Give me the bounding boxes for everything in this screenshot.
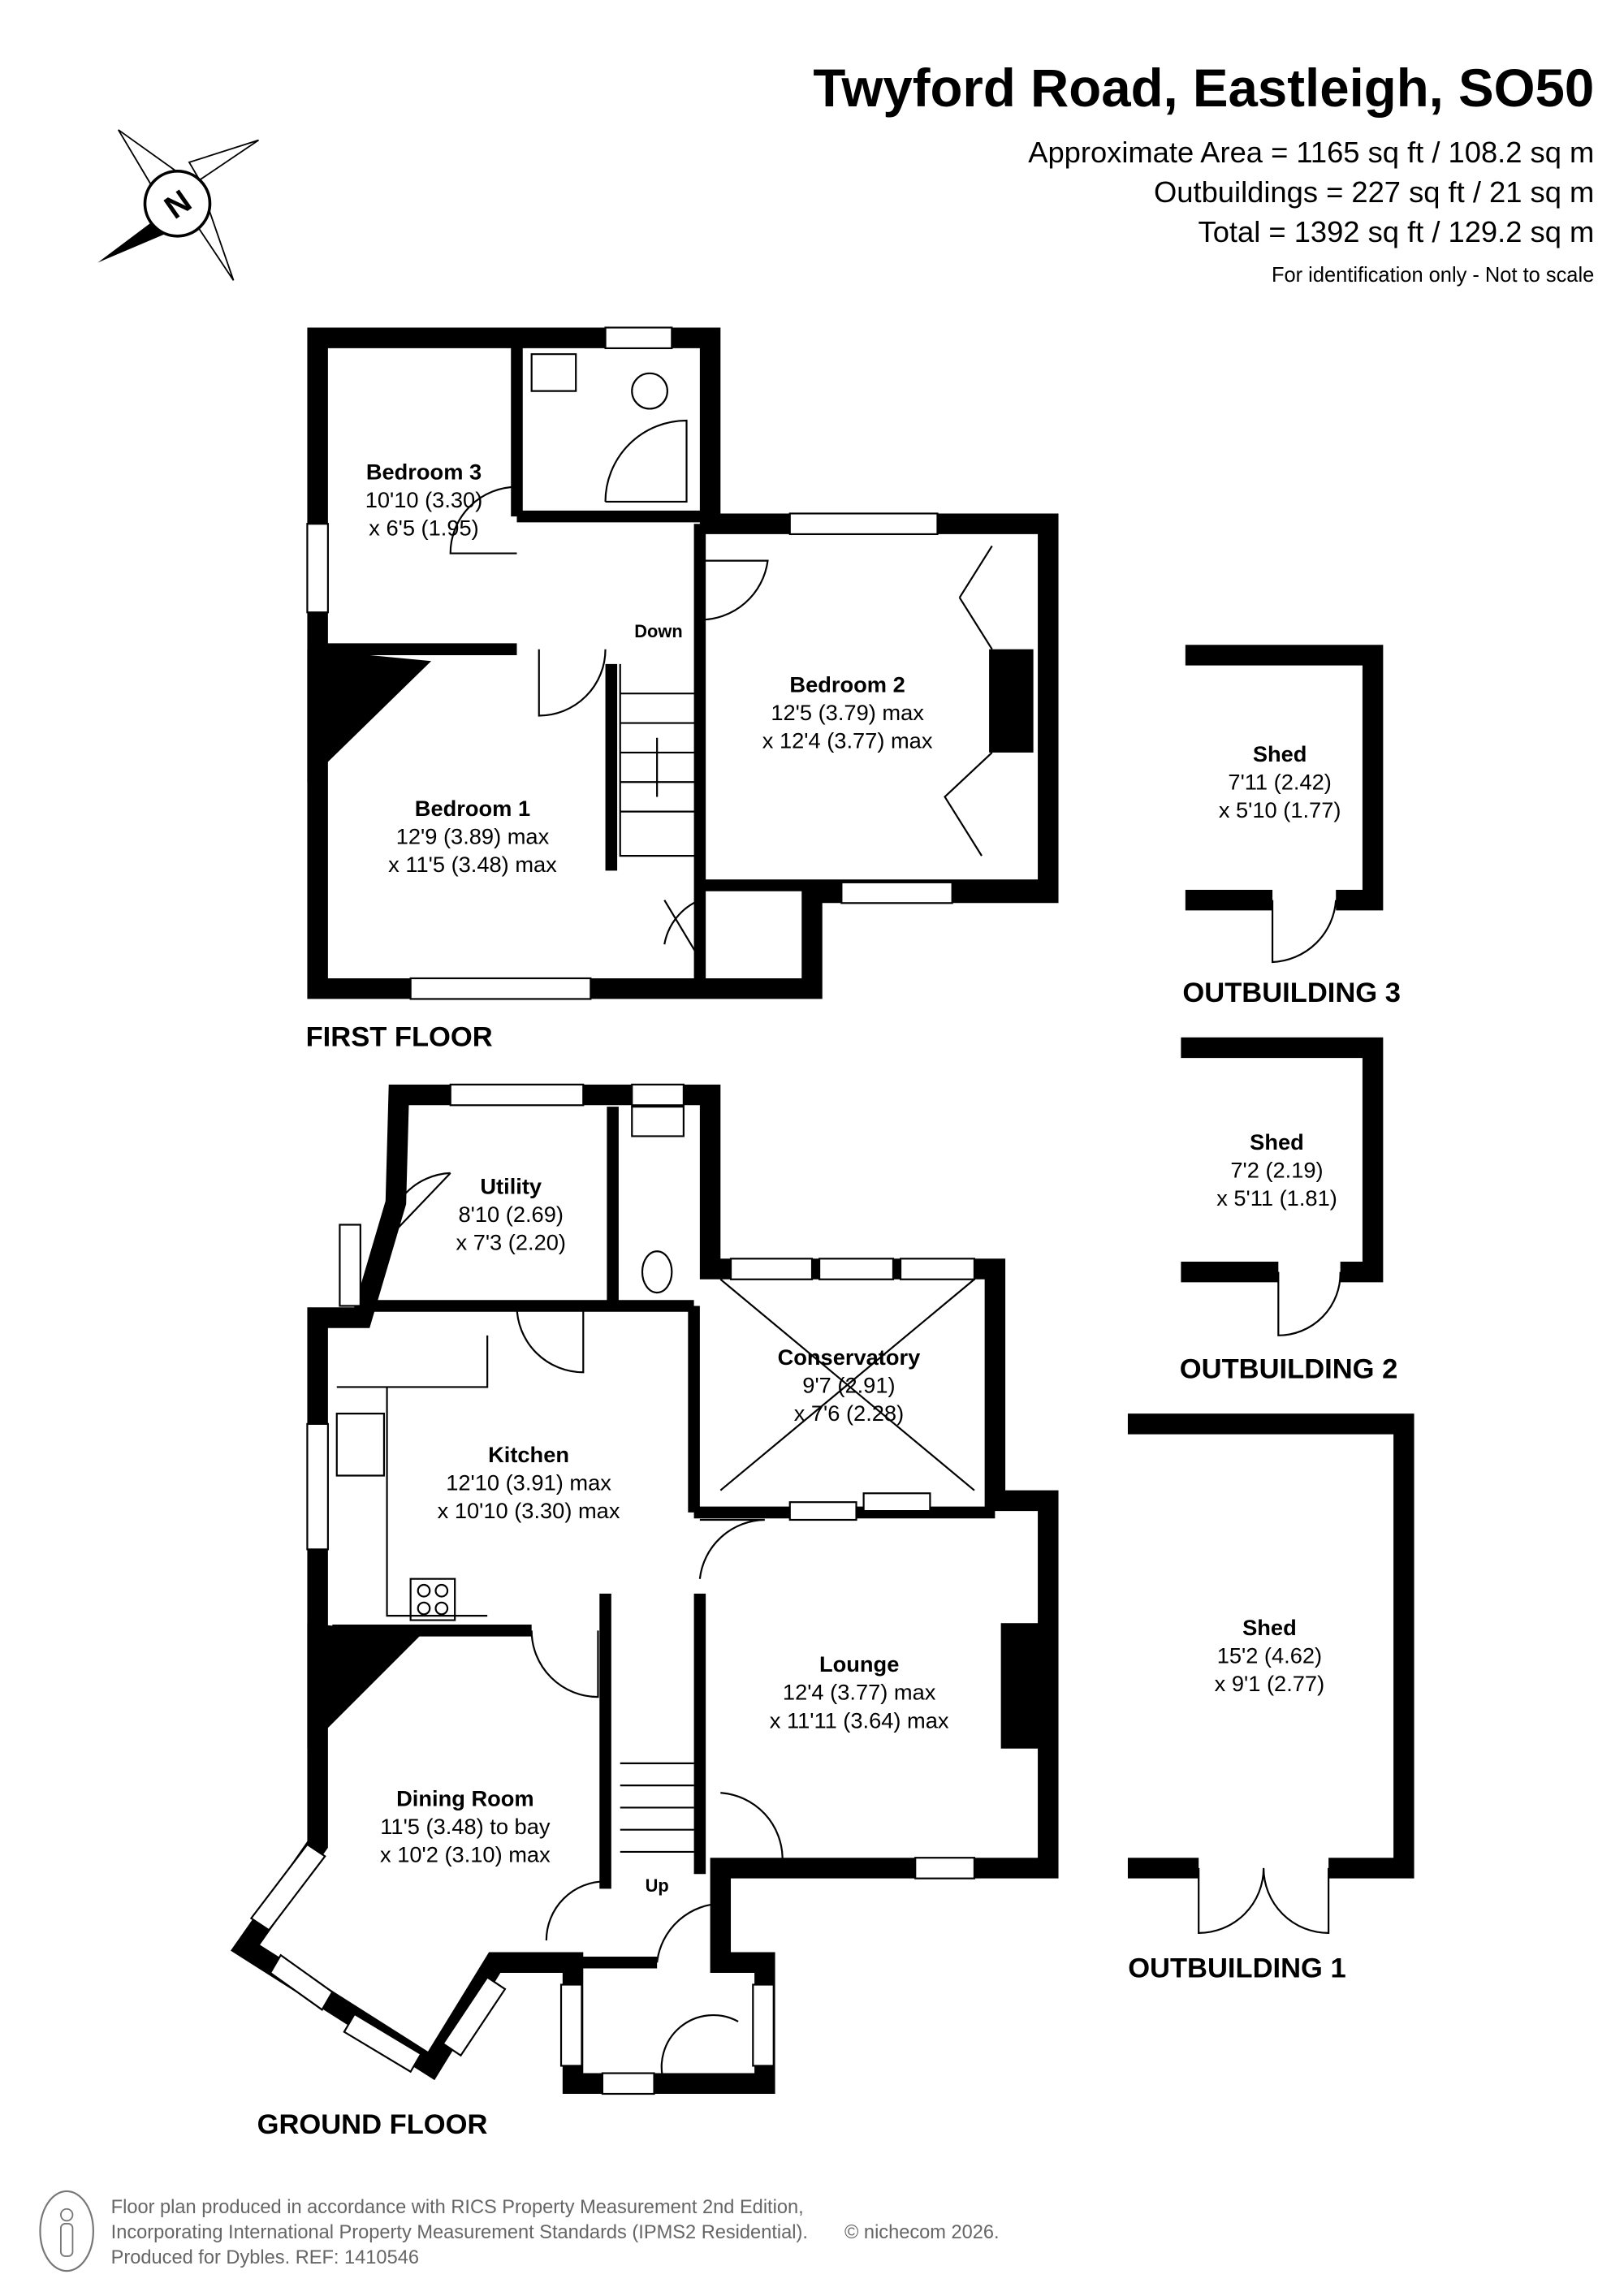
room-kitchen: Kitchen 12'10 (3.91) max x 10'10 (3.30) … — [438, 1442, 620, 1523]
shed-dimension: 7'2 (2.19) — [1230, 1157, 1323, 1182]
outbuilding-1: Shed 15'2 (4.62) x 9'1 (2.77) OUTBUILDIN… — [1127, 1413, 1415, 1983]
room-dining-room: Dining Room 11'5 (3.48) to bay x 10'2 (3… — [380, 1786, 551, 1867]
shed-dimension: 15'2 (4.62) — [1217, 1642, 1322, 1668]
room-dimension: x 7'6 (2.28) — [794, 1400, 904, 1426]
room-dimension: 9'7 (2.91) — [802, 1373, 895, 1398]
room-name: Conservatory — [778, 1344, 922, 1370]
room-name: Bedroom 1 — [415, 796, 530, 821]
first-floor-plan: Down Bedroom 3 10'10 (3.30) x 6'5 (1.95)… — [306, 326, 1059, 1053]
room-name: Dining Room — [396, 1786, 534, 1811]
room-name: Bedroom 3 — [366, 460, 482, 485]
room-dimension: x 12'4 (3.77) max — [762, 727, 933, 753]
footer-line-1: Floor plan produced in accordance with R… — [111, 2197, 804, 2218]
room-dimension: x 10'2 (3.10) max — [380, 1842, 551, 1867]
room-dimension: 12'4 (3.77) max — [783, 1680, 936, 1705]
shed-dimension: 7'11 (2.42) — [1228, 769, 1331, 794]
outbuilding-3-label: OUTBUILDING 3 — [1182, 978, 1400, 1008]
outbuilding-3: Shed 7'11 (2.42) x 5'10 (1.77) OUTBUILDI… — [1182, 645, 1401, 1008]
ground-floor-label: GROUND FLOOR — [257, 2109, 488, 2140]
room-name: Kitchen — [488, 1442, 569, 1467]
outbuilding-2: Shed 7'2 (2.19) x 5'11 (1.81) OUTBUILDIN… — [1180, 1037, 1397, 1385]
room-dimension: 11'5 (3.48) to bay — [380, 1814, 551, 1839]
shed-dimension: x 9'1 (2.77) — [1215, 1671, 1324, 1696]
footer-line-2: Incorporating International Property Mea… — [111, 2222, 808, 2243]
room-name: Utility — [480, 1173, 542, 1198]
disclaimer: For identification only - Not to scale — [1272, 264, 1594, 287]
room-utility: Utility 8'10 (2.69) x 7'3 (2.20) — [456, 1173, 565, 1254]
room-bedroom-2: Bedroom 2 12'5 (3.79) max x 12'4 (3.77) … — [762, 671, 933, 753]
room-dimension: 12'5 (3.79) max — [771, 700, 924, 725]
room-dimension: 12'10 (3.91) max — [446, 1470, 611, 1495]
room-dimension: x 11'11 (3.64) max — [770, 1707, 949, 1733]
stairs-up-label: Up — [646, 1875, 669, 1896]
room-dimension: x 11'5 (3.48) max — [388, 852, 557, 877]
room-dimension: 12'9 (3.89) max — [396, 824, 550, 849]
compass-icon: N — [97, 129, 259, 281]
outbuilding-1-label: OUTBUILDING 1 — [1128, 1953, 1345, 1983]
room-dimension: x 6'5 (1.95) — [369, 516, 478, 541]
room-dimension: x 7'3 (2.20) — [456, 1229, 565, 1254]
outbuilding-2-label: OUTBUILDING 2 — [1180, 1354, 1397, 1385]
ground-floor-plan: Up Utility 8'10 (2.69) x 7'3 (2.20) Cons… — [231, 1083, 1059, 2140]
approximate-area: Approximate Area = 1165 sq ft / 108.2 sq… — [1028, 136, 1594, 169]
room-name: Lounge — [819, 1651, 899, 1677]
shed-name: Shed — [1250, 1129, 1304, 1154]
room-dimension: 8'10 (2.69) — [459, 1202, 564, 1227]
total-area: Total = 1392 sq ft / 129.2 sq m — [1199, 215, 1595, 248]
room-name: Bedroom 2 — [789, 671, 905, 697]
first-floor-label: FIRST FLOOR — [306, 1022, 493, 1053]
footer-line-3: Produced for Dybles. REF: 1410546 — [111, 2247, 419, 2268]
shed-name: Shed — [1242, 1615, 1297, 1640]
shed-name: Shed — [1253, 741, 1307, 766]
outbuildings-area: Outbuildings = 227 sq ft / 21 sq m — [1154, 175, 1594, 209]
footer-copyright: © nichecom 2026. — [844, 2222, 1000, 2243]
shed-dimension: x 5'10 (1.77) — [1219, 797, 1341, 822]
person-scale-icon — [39, 2190, 94, 2272]
room-bedroom-3: Bedroom 3 10'10 (3.30) x 6'5 (1.95) — [365, 460, 483, 541]
shed-dimension: x 5'11 (1.81) — [1216, 1185, 1337, 1211]
room-bedroom-1: Bedroom 1 12'9 (3.89) max x 11'5 (3.48) … — [388, 796, 557, 877]
room-dimension: x 10'10 (3.30) max — [438, 1498, 620, 1523]
stairs-down-label: Down — [634, 621, 682, 641]
room-lounge: Lounge 12'4 (3.77) max x 11'11 (3.64) ma… — [770, 1651, 949, 1733]
property-title: Twyford Road, Eastleigh, SO50 — [813, 58, 1594, 118]
room-conservatory: Conservatory 9'7 (2.91) x 7'6 (2.28) — [778, 1344, 922, 1426]
room-dimension: 10'10 (3.30) — [365, 487, 483, 512]
